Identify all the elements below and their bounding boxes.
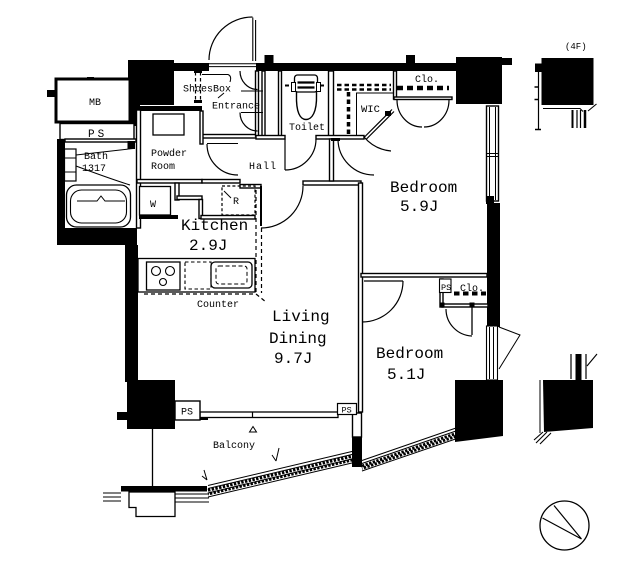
svg-text:PS: PS: [181, 408, 193, 419]
svg-text:Bedroom: Bedroom: [390, 179, 457, 197]
svg-text:5.1J: 5.1J: [387, 366, 425, 384]
svg-text:Bedroom: Bedroom: [376, 345, 443, 363]
svg-text:PS: PS: [441, 283, 451, 293]
svg-text:Dining: Dining: [269, 330, 327, 348]
svg-text:PS: PS: [88, 129, 107, 141]
svg-text:R: R: [233, 197, 239, 208]
svg-text:Clo.: Clo.: [460, 283, 484, 295]
svg-text:Entrance: Entrance: [212, 102, 260, 113]
svg-text:(4F): (4F): [565, 42, 587, 52]
svg-text:W: W: [150, 200, 156, 211]
svg-text:ShoesBox: ShoesBox: [183, 84, 231, 96]
svg-text:Clo.: Clo.: [415, 74, 439, 86]
svg-text:Counter: Counter: [197, 300, 239, 311]
svg-text:Room: Room: [151, 162, 175, 173]
svg-text:Hall: Hall: [249, 161, 277, 173]
svg-text:Bath: Bath: [84, 151, 108, 163]
svg-text:PS: PS: [342, 406, 352, 416]
svg-text:Living: Living: [272, 308, 330, 326]
svg-text:Toilet: Toilet: [289, 122, 325, 134]
svg-text:Kitchen: Kitchen: [181, 217, 248, 235]
svg-text:1317: 1317: [82, 164, 106, 175]
svg-text:MB: MB: [89, 98, 101, 109]
svg-text:Powder: Powder: [151, 148, 187, 160]
svg-text:9.7J: 9.7J: [274, 350, 312, 368]
svg-text:2.9J: 2.9J: [189, 237, 227, 255]
svg-text:Balcony: Balcony: [213, 440, 255, 452]
svg-text:WIC: WIC: [361, 104, 380, 116]
svg-text:5.9J: 5.9J: [400, 198, 438, 216]
